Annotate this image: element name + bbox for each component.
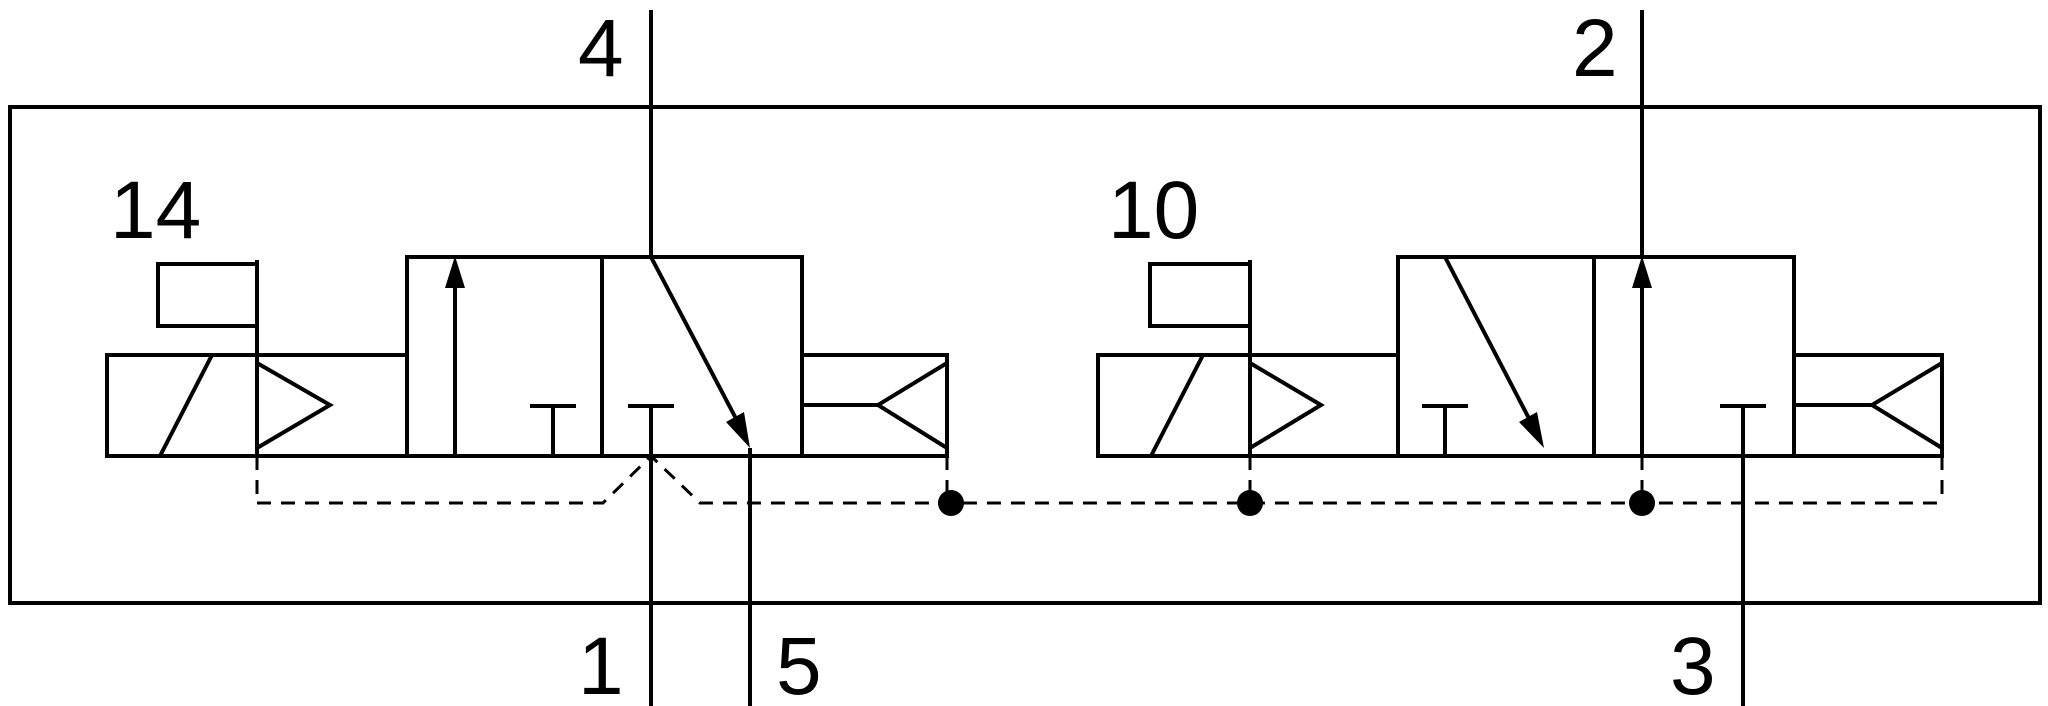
left-spring-triangle — [874, 361, 949, 450]
pilot-supply-line — [255, 453, 1944, 516]
pilot-10-label: 10 — [1108, 165, 1199, 256]
left-pilot-triangle — [255, 361, 334, 450]
right-arrowhead-diagonal — [1519, 412, 1544, 448]
port-4-label: 4 — [578, 3, 624, 94]
right-solenoid-diagonal — [1149, 354, 1205, 457]
left-valve — [105, 255, 949, 458]
junction-dot — [1629, 490, 1655, 516]
left-arrowhead-up — [445, 256, 465, 288]
pilot-14-label: 14 — [110, 165, 201, 256]
port-2-label: 2 — [1572, 3, 1618, 94]
right-flow-arrow-diagonal — [1443, 256, 1537, 431]
right-pilot-triangle — [1248, 361, 1325, 450]
left-solenoid-diagonal — [158, 354, 214, 457]
port-5-label: 5 — [776, 621, 822, 706]
enclosure-frame — [8, 105, 2042, 605]
left-flow-arrow-diagonal — [649, 256, 744, 431]
right-spring-triangle — [1868, 361, 1944, 450]
right-manual-override — [1148, 262, 1250, 328]
junction-dot — [1237, 490, 1263, 516]
left-arrowhead-diagonal — [726, 412, 750, 448]
left-manual-override — [156, 262, 257, 328]
right-arrowhead-up — [1632, 256, 1652, 288]
junction-dot — [938, 490, 964, 516]
port-1-label: 1 — [578, 621, 624, 706]
port-3-label: 3 — [1670, 621, 1716, 706]
right-valve — [1096, 255, 1944, 458]
